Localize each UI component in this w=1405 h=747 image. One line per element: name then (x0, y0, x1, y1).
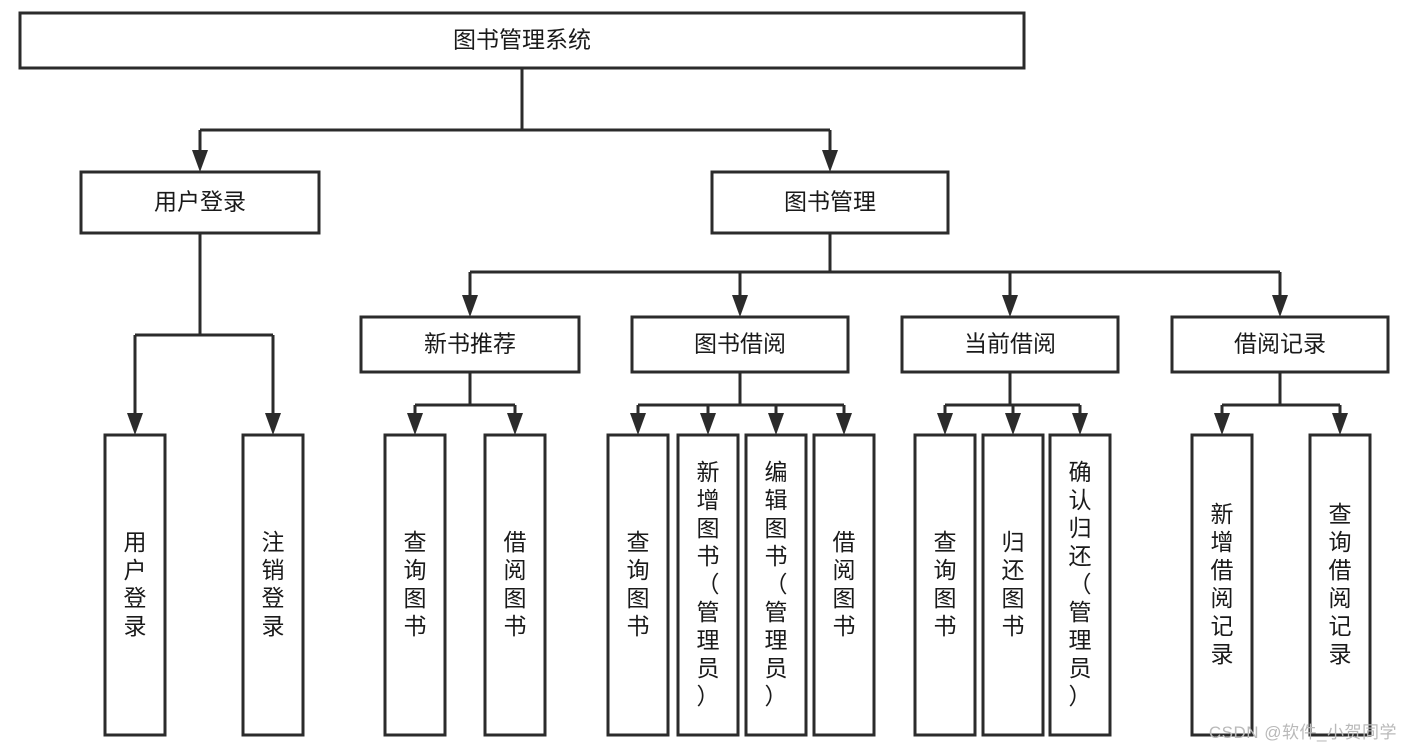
node-leaf-add-borrow-record[interactable]: 新增借阅记录 (1190, 433, 1254, 737)
node-leaf-query-book-current-label: 查询图书 (934, 529, 957, 639)
node-leaf-add-borrow-record-box[interactable] (1190, 433, 1254, 737)
node-leaf-query-borrow-record[interactable]: 查询借阅记录 (1308, 433, 1372, 737)
arrow-head-icon (1332, 413, 1348, 435)
node-current-borrow[interactable]: 当前借阅 (900, 315, 1120, 374)
node-new-book-recommend-label: 新书推荐 (424, 331, 516, 357)
node-borrow-record-label: 借阅记录 (1234, 331, 1326, 357)
node-book-borrow-box[interactable] (630, 315, 850, 374)
arrow-head-icon (265, 413, 281, 435)
node-leaf-query-book-borrow-box[interactable] (606, 433, 670, 737)
node-leaf-return-book-label: 归还图书 (1002, 529, 1025, 639)
node-leaf-user-logout[interactable]: 注销登录 (241, 433, 305, 737)
node-root[interactable]: 图书管理系统 (18, 11, 1026, 70)
node-root-label: 图书管理系统 (453, 27, 591, 53)
arrow-head-icon (1005, 413, 1021, 435)
node-leaf-return-book-box[interactable] (981, 433, 1045, 737)
connector-layer (127, 68, 1348, 435)
node-borrow-record-box[interactable] (1170, 315, 1390, 374)
node-leaf-borrow-book-box[interactable] (812, 433, 876, 737)
node-leaf-add-book-label: 新增图书（管理员） (697, 459, 720, 709)
node-leaf-query-book-recommend[interactable]: 查询图书 (383, 433, 447, 737)
node-leaf-borrow-book-recommend-label: 借阅图书 (504, 529, 527, 639)
node-book-manage[interactable]: 图书管理 (710, 170, 950, 235)
node-leaf-confirm-return[interactable]: 确认归还（管理员） (1048, 433, 1112, 737)
node-leaf-borrow-book-label: 借阅图书 (833, 529, 856, 639)
arrow-head-icon (822, 150, 838, 172)
node-layer: 图书管理系统用户登录图书管理新书推荐图书借阅当前借阅借阅记录用户登录注销登录查询… (18, 11, 1390, 737)
arrow-head-icon (1272, 295, 1288, 317)
node-leaf-borrow-book-recommend-box[interactable] (483, 433, 547, 737)
node-leaf-borrow-book-recommend[interactable]: 借阅图书 (483, 433, 547, 737)
node-leaf-query-book-current[interactable]: 查询图书 (913, 433, 977, 737)
arrow-head-icon (700, 413, 716, 435)
arrow-head-icon (127, 413, 143, 435)
arrow-head-icon (462, 295, 478, 317)
node-new-book-recommend[interactable]: 新书推荐 (359, 315, 581, 374)
node-book-manage-label: 图书管理 (784, 189, 876, 215)
node-leaf-query-borrow-record-box[interactable] (1308, 433, 1372, 737)
node-leaf-borrow-book[interactable]: 借阅图书 (812, 433, 876, 737)
node-leaf-add-book-box[interactable] (676, 433, 740, 737)
arrow-head-icon (732, 295, 748, 317)
node-book-manage-box[interactable] (710, 170, 950, 235)
node-leaf-query-borrow-record-label: 查询借阅记录 (1329, 501, 1352, 667)
node-leaf-edit-book-box[interactable] (744, 433, 808, 737)
arrow-head-icon (768, 413, 784, 435)
arrow-head-icon (1214, 413, 1230, 435)
node-leaf-query-book-current-box[interactable] (913, 433, 977, 737)
node-leaf-query-book-recommend-label: 查询图书 (404, 529, 427, 639)
node-leaf-user-login[interactable]: 用户登录 (103, 433, 167, 737)
node-book-borrow[interactable]: 图书借阅 (630, 315, 850, 374)
node-leaf-user-logout-label: 注销登录 (262, 529, 285, 639)
node-leaf-add-borrow-record-label: 新增借阅记录 (1211, 501, 1234, 667)
node-user-login[interactable]: 用户登录 (79, 170, 321, 235)
arrow-head-icon (407, 413, 423, 435)
node-user-login-label: 用户登录 (154, 189, 246, 215)
watermark-text: CSDN @软件_小贺同学 (1208, 723, 1397, 742)
node-leaf-return-book[interactable]: 归还图书 (981, 433, 1045, 737)
node-leaf-user-login-label: 用户登录 (124, 529, 147, 639)
node-leaf-edit-book-label: 编辑图书（管理员） (765, 459, 788, 709)
node-leaf-user-login-box[interactable] (103, 433, 167, 737)
arrow-head-icon (1072, 413, 1088, 435)
arrow-head-icon (1002, 295, 1018, 317)
node-book-borrow-label: 图书借阅 (694, 331, 786, 357)
arrow-head-icon (507, 413, 523, 435)
node-leaf-query-book-recommend-box[interactable] (383, 433, 447, 737)
arrow-head-icon (630, 413, 646, 435)
node-new-book-recommend-box[interactable] (359, 315, 581, 374)
node-leaf-confirm-return-box[interactable] (1048, 433, 1112, 737)
node-leaf-edit-book[interactable]: 编辑图书（管理员） (744, 433, 808, 737)
node-leaf-user-logout-box[interactable] (241, 433, 305, 737)
node-current-borrow-box[interactable] (900, 315, 1120, 374)
arrow-head-icon (836, 413, 852, 435)
node-leaf-query-book-borrow[interactable]: 查询图书 (606, 433, 670, 737)
node-leaf-query-book-borrow-label: 查询图书 (627, 529, 650, 639)
node-user-login-box[interactable] (79, 170, 321, 235)
node-current-borrow-label: 当前借阅 (964, 331, 1056, 357)
node-leaf-confirm-return-label: 确认归还（管理员） (1069, 459, 1092, 709)
node-leaf-add-book[interactable]: 新增图书（管理员） (676, 433, 740, 737)
arrow-head-icon (192, 150, 208, 172)
node-borrow-record[interactable]: 借阅记录 (1170, 315, 1390, 374)
node-root-box[interactable] (18, 11, 1026, 70)
arrow-head-icon (937, 413, 953, 435)
